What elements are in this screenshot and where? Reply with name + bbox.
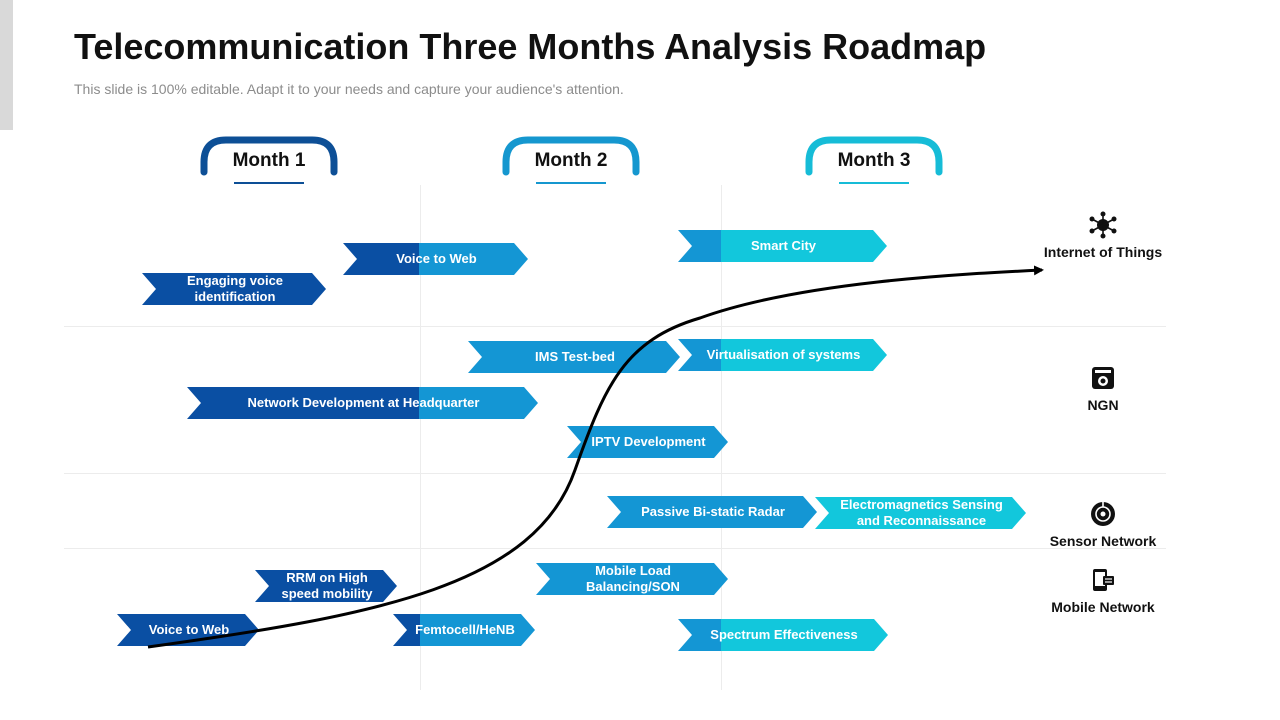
month-2-header: Month 2 [500, 136, 642, 186]
task-arrow-mobile-load-balancing: Mobile Load Balancing/SON [536, 563, 728, 595]
task-arrow-smart-city: Smart City [678, 230, 887, 262]
iot-network-icon [1089, 211, 1117, 239]
task-arrow-network-development-hq: Network Development at Headquarter [187, 387, 538, 419]
task-arrow-femtocell-henb: Femtocell/HeNB [393, 614, 535, 646]
category-label-mobile-network: Mobile Network [1051, 599, 1155, 615]
category-ngn: NGN [1033, 364, 1173, 415]
task-arrow-electromagnetics-sensing: Electromagnetics Sensing and Reconnaissa… [815, 497, 1026, 529]
task-arrow-spectrum-effectiveness: Spectrum Effectiveness [678, 619, 888, 651]
ngn-device-icon [1092, 367, 1114, 389]
left-accent-bar [0, 0, 13, 130]
month-1-tab-shape [200, 136, 338, 184]
row-divider-1 [64, 326, 1166, 327]
task-arrow-ims-test-bed: IMS Test-bed [468, 341, 680, 373]
task-arrow-engaging-voice-identification: Engaging voice identification [142, 273, 326, 305]
category-mobile-network: Mobile Network [1033, 566, 1173, 617]
category-label-ngn: NGN [1087, 397, 1119, 413]
task-arrow-iptv-development: IPTV Development [567, 426, 728, 458]
task-arrow-voice-to-web-mobile: Voice to Web [117, 614, 259, 646]
month-2-tab-shape [502, 136, 640, 184]
row-divider-2 [64, 473, 1166, 474]
sensor-icon [1091, 502, 1115, 526]
task-arrow-passive-bi-static-radar: Passive Bi-static Radar [607, 496, 817, 528]
task-arrow-rrm-high-speed-mobility: RRM on High speed mobility [255, 570, 397, 602]
page-title: Telecommunication Three Months Analysis … [74, 26, 987, 67]
month-1-label: Month 1 [232, 150, 306, 171]
task-arrow-virtualisation-of-systems: Virtualisation of systems [678, 339, 887, 371]
month-1-header: Month 1 [198, 136, 340, 186]
category-internet-of-things: Internet of Things [1033, 211, 1173, 262]
month-3-tab-shape [805, 136, 943, 184]
page-subtitle: This slide is 100% editable. Adapt it to… [74, 81, 624, 97]
month-3-header: Month 3 [803, 136, 945, 186]
category-label-sensor-network: Sensor Network [1049, 533, 1157, 549]
month-3-label: Month 3 [837, 150, 911, 171]
mobile-network-icon [1093, 569, 1114, 591]
row-divider-3 [64, 548, 1166, 549]
task-arrow-voice-to-web-iot: Voice to Web [343, 243, 528, 275]
month-2-label: Month 2 [534, 150, 608, 171]
category-label-iot: Internet of Things [1043, 244, 1163, 260]
category-sensor-network: Sensor Network [1033, 500, 1173, 551]
